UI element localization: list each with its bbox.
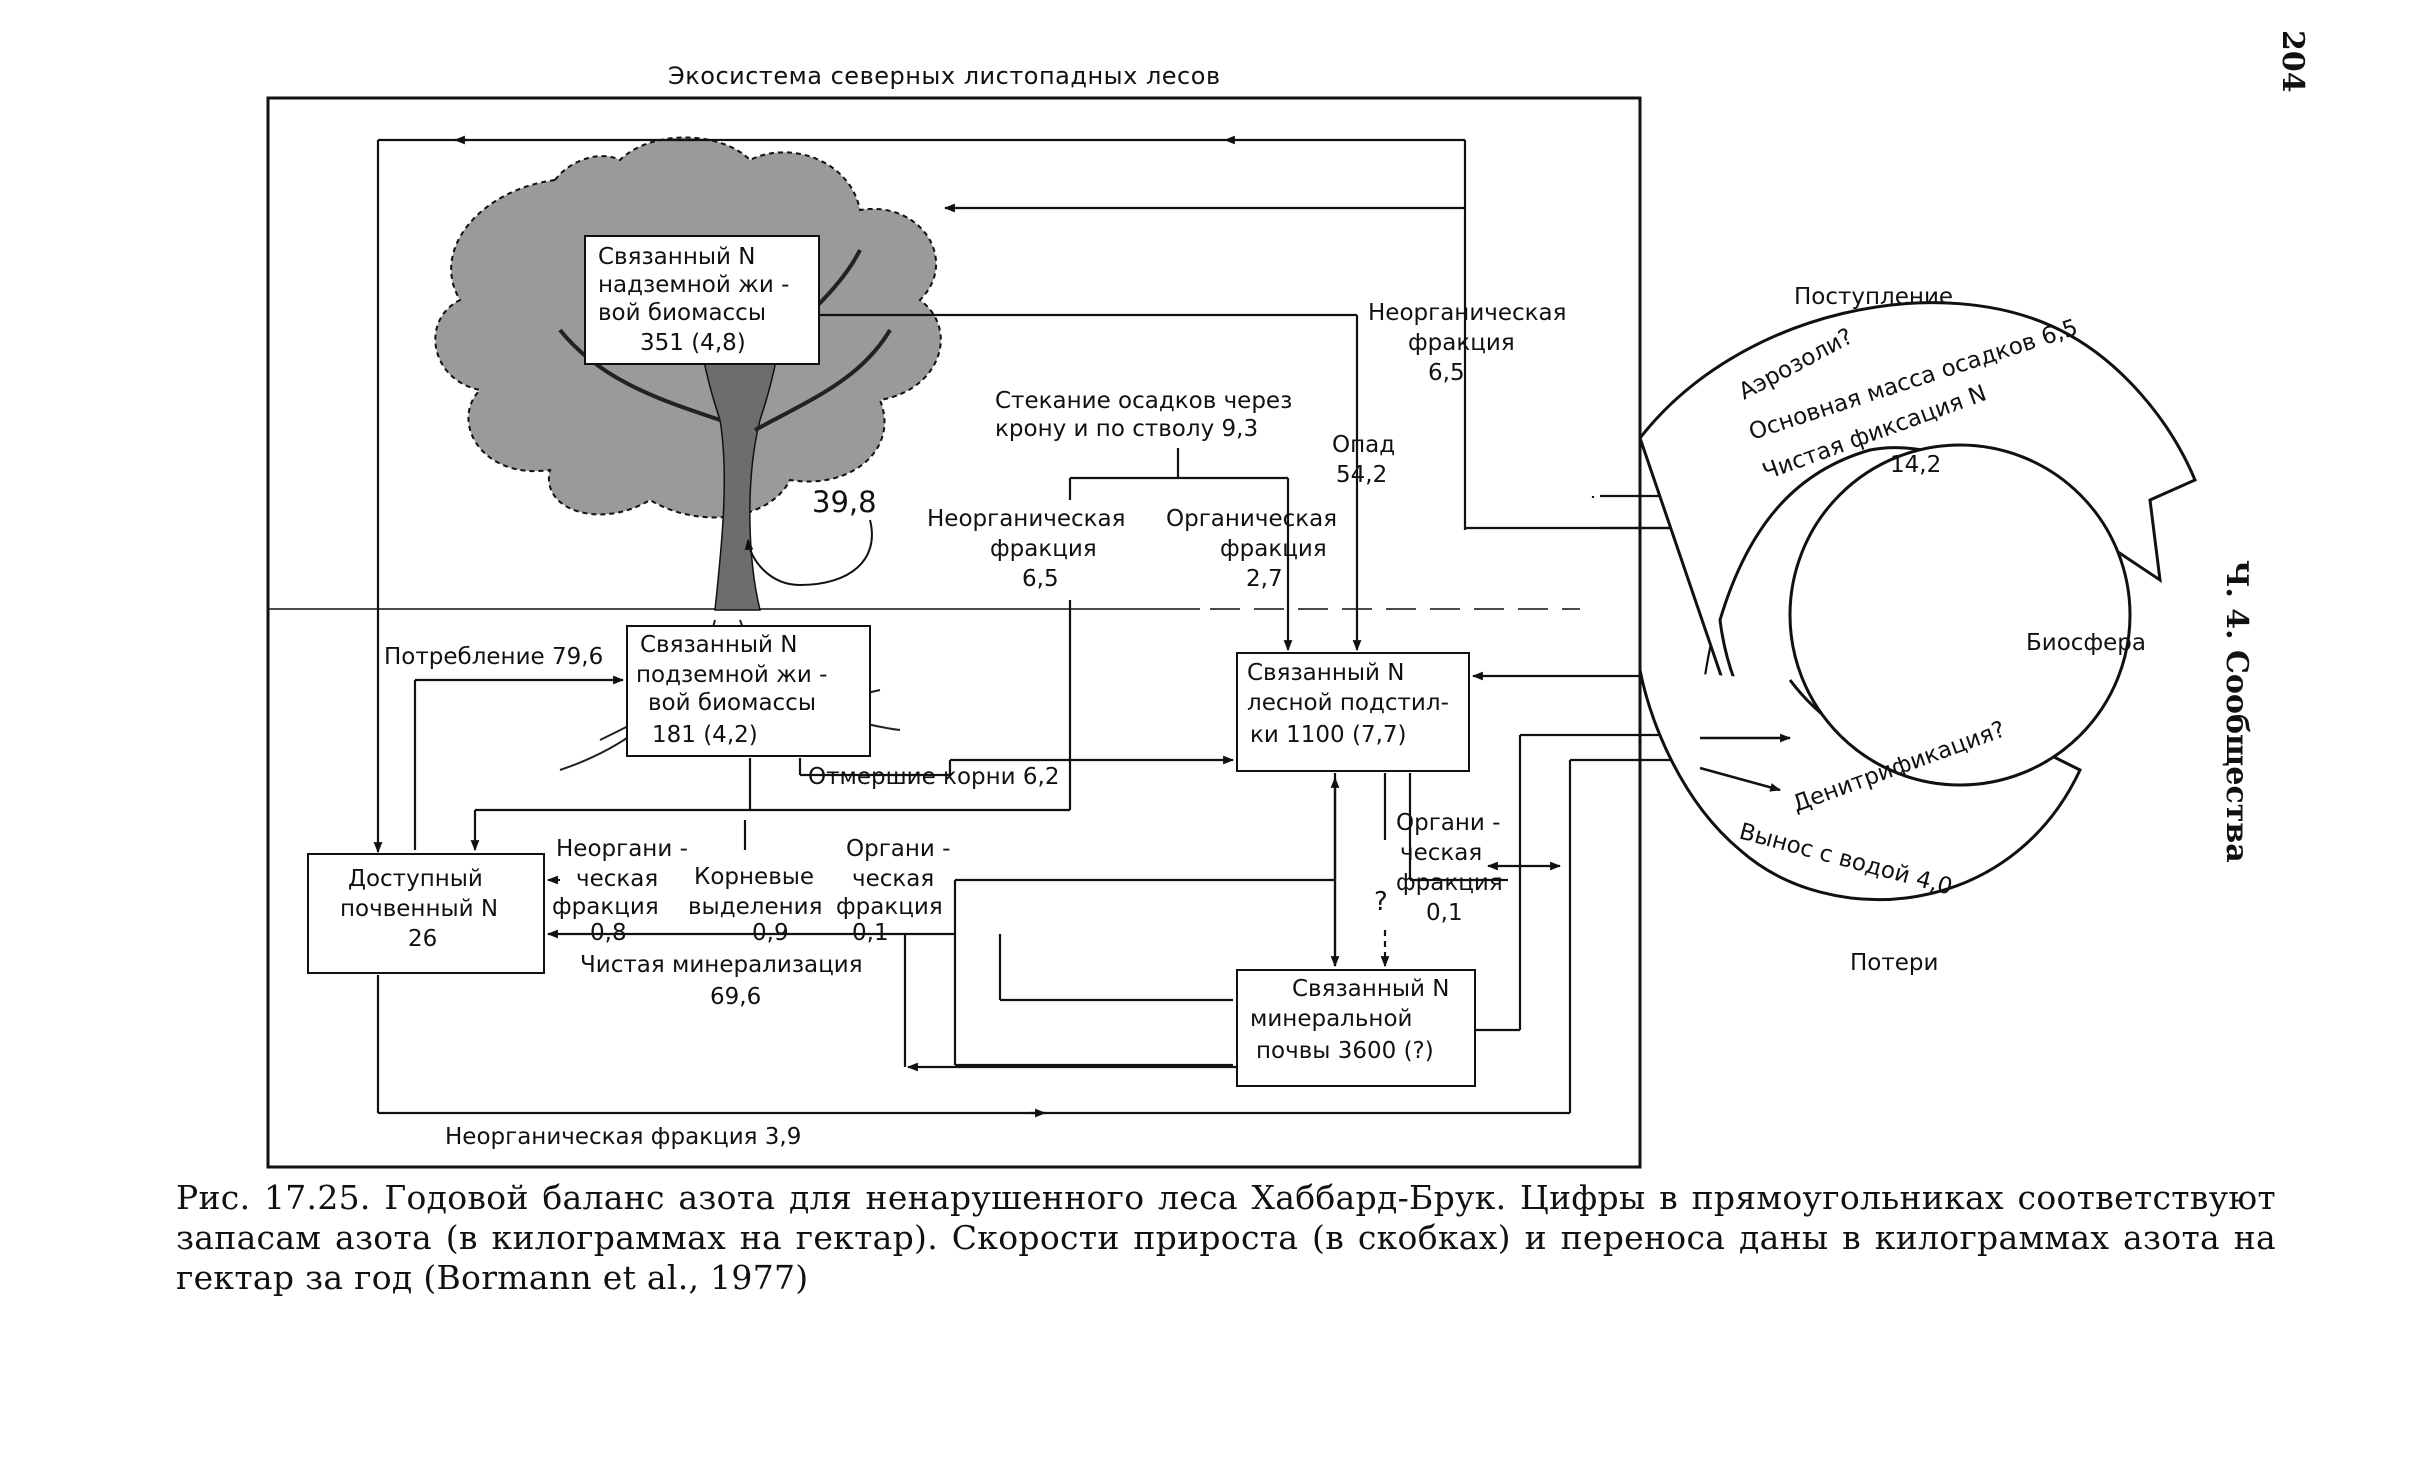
soil-mineral-label-2: минеральной [1250,1006,1413,1032]
above-biomass-label-3: вой биомассы [598,300,766,326]
root-organic-label-2: ческая [852,866,934,892]
litter-organic-label-3: фракция [1396,870,1503,896]
mid-inorganic-value: 6,5 [1022,566,1059,592]
running-head-text: Ч. 4. Сообщества [2219,560,2254,863]
litter-organic-label-2: ческая [1400,840,1482,866]
mid-inorganic-label-1: Неорганическая [927,506,1126,532]
below-biomass-label-2: подземной жи - [636,662,827,688]
above-biomass-value: 351 (4,8) [640,330,746,356]
top-inorganic-label-1: Неорганическая [1368,300,1567,326]
page-number-text: 204 [2275,30,2310,93]
mid-organic-label-2: фракция [1220,536,1327,562]
soil-available-label-2: почвенный N [340,896,498,922]
biosphere-label: Биосфера [2026,630,2146,656]
root-exudates-value: 0,9 [752,920,789,946]
unknown-flux: ? [1374,887,1388,917]
mid-organic-value: 2,7 [1246,566,1283,592]
ecosystem-boundary [266,96,1642,1169]
litterfall-value: 54,2 [1336,462,1387,488]
litter-organic-value: 0,1 [1426,900,1463,926]
soil-available-value: 26 [408,926,437,952]
net-mineralization-value: 69,6 [710,984,761,1010]
litter-organic-label-1: Органи - [1396,810,1500,836]
nitrogen-budget-diagram: Экосистема северных листопадных лесов [266,62,2197,1169]
throughfall-label-2: крону и по стволу 9,3 [995,416,1258,442]
top-inorganic-label-2: фракция [1408,330,1515,356]
flow-lines [373,135,1801,1118]
above-biomass-label-1: Связанный N [598,244,755,270]
below-biomass-box [626,625,871,757]
soil-mineral-box [1236,969,1476,1087]
input-label: Поступление [1794,284,1953,310]
biosphere-ring [1638,301,2197,902]
flux-labels: Стекание осадков через крону и по стволу… [384,300,1567,1150]
running-head: Ч. 4. Сообщества [2210,560,2320,880]
page-number: 204 [2266,30,2316,120]
root-organic-value: 0,1 [852,920,889,946]
litterfall-label: Опад [1332,432,1395,458]
mid-organic-label-1: Органическая [1166,506,1337,532]
root-inorganic-value: 0,8 [590,920,627,946]
pool-labels: Связанный N надземной жи - вой биомассы … [340,244,1449,1064]
root-organic-label-1: Органи - [846,836,950,862]
figure-caption: Рис. 17.25. Годовой баланс азота для нен… [176,1178,2276,1297]
bottom-inorganic-label: Неорганическая фракция 3,9 [445,1124,801,1150]
soil-available-box [307,853,545,974]
below-biomass-label-1: Связанный N [640,632,797,658]
litter-box [1236,652,1470,772]
litter-label-1: Связанный N [1247,660,1404,686]
below-biomass-label-3: вой биомассы [648,690,816,716]
retranslocation-arrow [744,519,873,587]
litter-label-2: лесной подстил- [1247,690,1449,716]
above-biomass-label-2: надземной жи - [598,272,789,298]
root-organic-label-3: фракция [836,894,943,920]
soil-mineral-label-1: Связанный N [1292,976,1449,1002]
dead-roots-label: Отмершие корни 6,2 [808,764,1060,790]
soil-available-label-1: Доступный [348,866,483,892]
output-label: Потери [1850,950,1938,976]
fixation-value: 14,2 [1890,452,1941,478]
root-inorganic-label-3: фракция [552,894,659,920]
retranslocation-value: 39,8 [812,485,877,519]
uptake-label: Потребление 79,6 [384,644,603,670]
root-inorganic-label-2: ческая [576,866,658,892]
diagram-title: Экосистема северных листопадных лесов [668,62,1221,90]
net-mineralization-label: Чистая минерализация [580,952,863,978]
root-exudates-label-1: Корневые [694,864,814,890]
top-inorganic-value: 6,5 [1428,360,1465,386]
below-biomass-value: 181 (4,2) [652,722,758,748]
litter-label-3: ки 1100 (7,7) [1250,722,1407,748]
mid-inorganic-label-2: фракция [990,536,1097,562]
above-biomass-box [584,235,820,365]
soil-mineral-value: почвы 3600 (?) [1256,1038,1434,1064]
root-exudates-label-2: выделения [688,894,822,920]
root-inorganic-label-1: Неоргани - [556,836,688,862]
throughfall-label-1: Стекание осадков через [995,388,1292,414]
